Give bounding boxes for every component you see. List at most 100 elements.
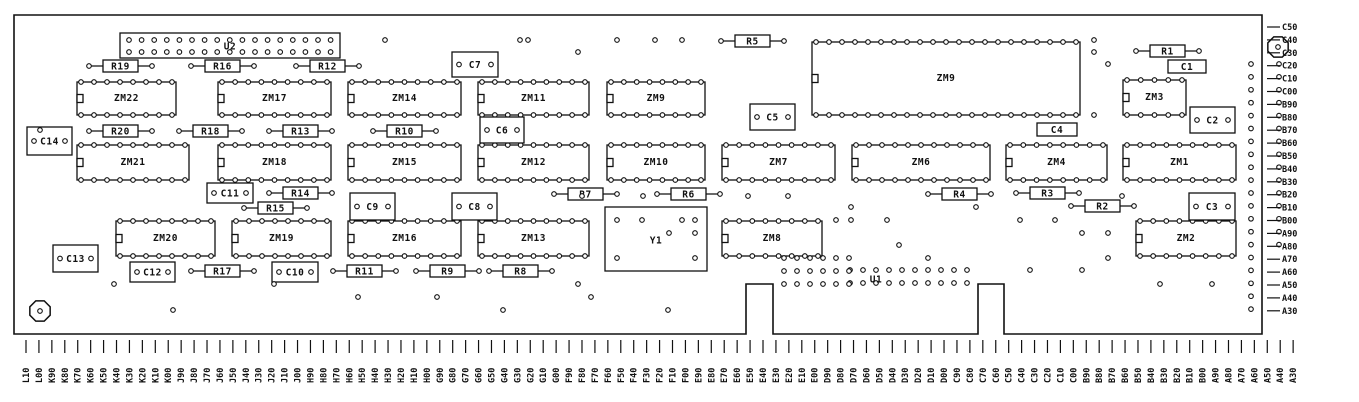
- ic-zm17[interactable]: ZM17: [217, 79, 332, 118]
- ic-pin: [802, 218, 808, 224]
- capacitor-body: [1167, 59, 1207, 74]
- ic-body: [1005, 144, 1108, 181]
- capacitor-c14[interactable]: C14: [26, 126, 73, 156]
- edge-label-bottom: D00: [940, 368, 950, 383]
- ic-zm3[interactable]: ZM3: [1122, 77, 1187, 118]
- capacitor-c8[interactable]: C8: [451, 192, 498, 221]
- ic-pin: [995, 112, 1001, 118]
- ic-pin: [492, 79, 498, 85]
- connector-u1[interactable]: U1: [781, 255, 970, 287]
- ic-zm20[interactable]: ZM20: [115, 218, 216, 259]
- ic-pin: [156, 218, 162, 224]
- edge-label-right: B30: [1282, 178, 1297, 188]
- ic-zm11[interactable]: ZM11: [477, 79, 590, 118]
- resistor-r11[interactable]: R11: [330, 264, 399, 278]
- capacitor-c6[interactable]: C6: [479, 116, 525, 144]
- resistor-r4[interactable]: R4: [925, 187, 994, 201]
- ic-zm2[interactable]: ZM2: [1135, 218, 1237, 259]
- ic-pin: [388, 112, 395, 118]
- ic-zm6[interactable]: ZM6: [851, 142, 991, 183]
- ic-pin: [633, 112, 640, 118]
- mounting-hole-center: [37, 308, 43, 314]
- edge-label-bottom: G30: [513, 368, 523, 383]
- pad: [785, 114, 791, 120]
- ic-pin: [401, 79, 408, 85]
- ic-pin: [349, 112, 355, 118]
- ic-body: [1135, 220, 1237, 257]
- resistor-r1[interactable]: R1: [1133, 44, 1202, 58]
- resistor-r15[interactable]: R15: [241, 201, 310, 215]
- pad: [514, 127, 520, 133]
- ic-pin: [801, 142, 808, 148]
- ic-zm18[interactable]: ZM18: [217, 142, 332, 183]
- resistor-r5[interactable]: R5: [718, 34, 787, 48]
- resistor-r6[interactable]: R6: [654, 187, 723, 201]
- resistor-r13[interactable]: R13: [266, 124, 335, 138]
- ic-zm8[interactable]: ZM8: [721, 218, 823, 259]
- via-hole: [1027, 267, 1033, 273]
- capacitor-label: C2: [1206, 116, 1218, 127]
- capacitor-c3[interactable]: C3: [1188, 192, 1236, 221]
- resistor-r3[interactable]: R3: [1013, 186, 1082, 200]
- ic-zm12[interactable]: ZM12: [477, 142, 590, 183]
- ic-pin: [1073, 142, 1080, 148]
- resistor-r10[interactable]: R10: [370, 124, 439, 138]
- pad: [964, 267, 970, 273]
- capacitor-c7[interactable]: C7: [451, 51, 499, 78]
- crystal-y1[interactable]: Y1: [604, 206, 708, 272]
- resistor-r17[interactable]: R17: [188, 264, 257, 278]
- capacitor-c12[interactable]: C12: [129, 261, 176, 283]
- ic-zm21[interactable]: ZM21: [76, 142, 190, 183]
- edge-label-bottom: K60: [87, 368, 97, 383]
- ic-zm16[interactable]: ZM16: [347, 218, 462, 259]
- resistor-r14[interactable]: R14: [266, 186, 335, 200]
- capacitor-label: C7: [469, 60, 481, 71]
- ic-pin: [414, 218, 421, 224]
- ic-pin: [569, 142, 575, 148]
- resistor-r12[interactable]: R12: [293, 59, 362, 73]
- ic-zm19[interactable]: ZM19: [231, 218, 332, 259]
- ic-pin: [878, 112, 884, 118]
- edge-label-bottom: J50: [229, 368, 239, 383]
- capacitor-c1[interactable]: C1: [1167, 59, 1207, 74]
- resistor-r9[interactable]: R9: [413, 264, 482, 278]
- ic-zm15[interactable]: ZM15: [347, 142, 462, 183]
- pad: [176, 128, 182, 134]
- ic-zm13[interactable]: ZM13: [477, 218, 590, 259]
- ic-zm1[interactable]: ZM1: [1122, 142, 1237, 183]
- edge-hole: [1248, 151, 1254, 158]
- resistor-body: [386, 124, 423, 138]
- capacitor-c5[interactable]: C5: [749, 103, 796, 131]
- ic-zm22[interactable]: ZM22: [76, 79, 177, 118]
- edge-label-right: B70: [1282, 126, 1297, 136]
- capacitor-c9[interactable]: C9: [349, 192, 396, 221]
- ic-zm4[interactable]: ZM4: [1005, 142, 1108, 183]
- capacitor-c13[interactable]: C13: [52, 244, 99, 273]
- resistor-r8[interactable]: R8: [486, 264, 555, 278]
- capacitor-c2[interactable]: C2: [1189, 106, 1236, 134]
- connector-u2[interactable]: U2: [119, 32, 341, 59]
- capacitor-c11[interactable]: C11: [206, 182, 254, 204]
- capacitor-c4[interactable]: C4: [1036, 122, 1078, 137]
- ic-pin: [530, 218, 537, 224]
- ic-package: ZM13: [477, 218, 590, 259]
- pad: [456, 203, 462, 210]
- resistor-r19[interactable]: R19: [86, 59, 155, 73]
- resistor-r18[interactable]: R18: [176, 124, 245, 138]
- ic-pin: [543, 79, 550, 85]
- ic-zm14[interactable]: ZM14: [347, 79, 462, 118]
- ic-zm10[interactable]: ZM10: [606, 142, 706, 183]
- edge-label-bottom: E90: [694, 368, 704, 383]
- edge-label-bottom: E80: [707, 368, 717, 383]
- via-hole: [170, 307, 176, 313]
- resistor-r2[interactable]: R2: [1068, 199, 1137, 213]
- ic-pin: [258, 79, 265, 85]
- resistor-r7[interactable]: R7: [551, 187, 620, 201]
- resistor-r20[interactable]: R20: [86, 124, 155, 138]
- ic-zm7[interactable]: ZM7: [721, 142, 836, 183]
- ic-pin: [1137, 218, 1143, 224]
- resistor-r16[interactable]: R16: [188, 59, 257, 73]
- capacitor-c10[interactable]: C10: [271, 261, 319, 283]
- pad: [329, 190, 335, 196]
